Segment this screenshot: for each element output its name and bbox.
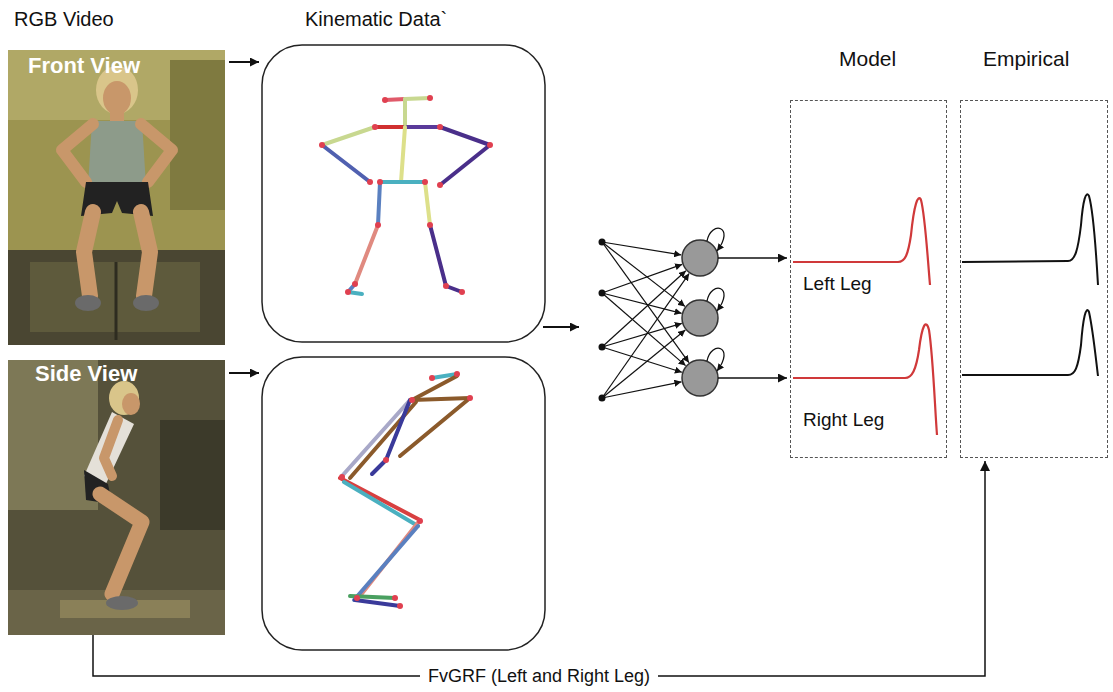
- video-frame: Side View: [8, 360, 225, 635]
- output-panel: ModelLeft LegRight Leg: [790, 100, 947, 458]
- view-label: Front View: [28, 53, 140, 78]
- neural-network: [599, 228, 788, 401]
- video-frame: Front View: [8, 50, 225, 345]
- panel-title: Model: [839, 47, 896, 71]
- front-skeleton: [319, 95, 493, 295]
- leg-label: Left Leg: [803, 273, 872, 295]
- column-heading: RGB Video: [14, 8, 114, 31]
- connector-arrow: [93, 461, 985, 676]
- skeleton-panel: [262, 45, 545, 650]
- side-photo: [8, 360, 225, 635]
- view-label: Side View: [35, 361, 137, 386]
- output-panel: Empirical: [960, 100, 1108, 458]
- empirical-curve: [962, 194, 1098, 376]
- edge-label: FvGRF (Left and Right Leg): [420, 666, 658, 687]
- side-skeleton: [339, 371, 473, 609]
- front-photo: [8, 50, 225, 345]
- column-heading: Kinematic Data`: [305, 8, 447, 31]
- model-curve: [793, 198, 937, 435]
- leg-label: Right Leg: [803, 409, 884, 431]
- panel-title: Empirical: [983, 47, 1069, 71]
